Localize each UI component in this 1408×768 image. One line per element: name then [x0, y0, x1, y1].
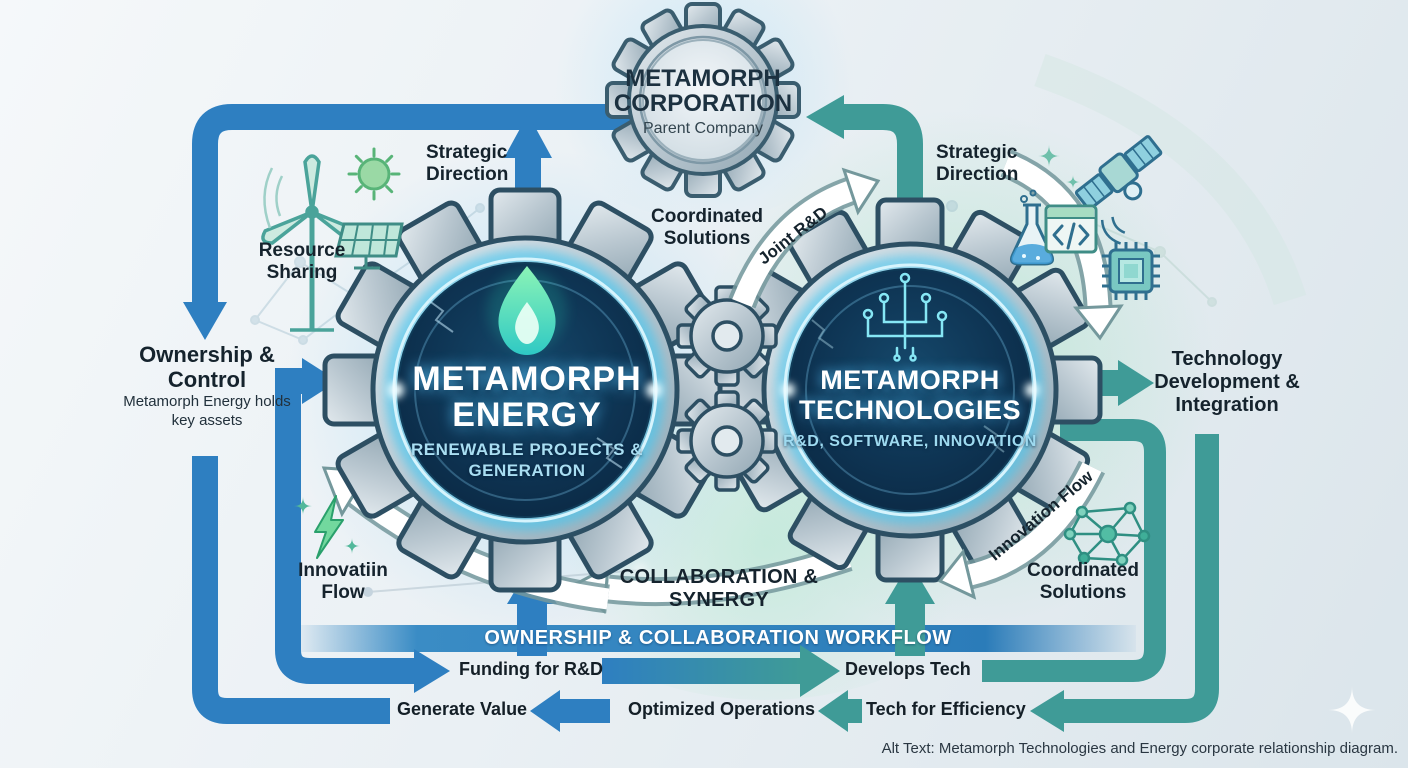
solar-panel-icon	[334, 222, 404, 270]
parent-subtitle: Parent Company	[642, 120, 764, 138]
white-sparkle-icon	[1328, 686, 1376, 734]
chip-icon	[1102, 242, 1160, 300]
workflow-banner-band	[300, 625, 1136, 652]
linking-gears	[676, 285, 778, 490]
tech-efficiency-loop	[1030, 434, 1219, 732]
parent-title: METAMORPH CORPORATION	[613, 65, 793, 118]
strategic-direction-right-label: Strategic Direction	[936, 142, 1019, 185]
tech-subtitle: R&D, SOFTWARE, INNOVATION	[783, 433, 1037, 451]
sun-icon	[347, 147, 401, 201]
flame-icon	[487, 266, 567, 355]
tech-to-optimized-arrow	[818, 690, 862, 732]
strategic-direction-left-label: Strategic Direction	[426, 142, 509, 185]
lightning-bolt-icon	[294, 495, 360, 559]
develops-tech-label: Develops Tech	[845, 659, 971, 679]
circuit-tree-icon	[862, 272, 948, 362]
coordinated-solutions-center-label: Coordinated Solutions	[651, 206, 763, 249]
optimized-operations-label: Optimized Operations	[628, 699, 816, 719]
ownership-note-label: Metamorph Energy holds key assets	[123, 393, 291, 429]
workflow-banner-label: OWNERSHIP & COLLABORATION WORKFLOW	[484, 627, 952, 649]
innovation-flow-left-label: Innovatiin Flow	[298, 560, 388, 603]
coordinated-solutions-right-label: Coordinated Solutions	[1027, 560, 1139, 603]
alt-text-footer: Alt Text: Metamorph Technologies and Ene…	[881, 740, 1398, 757]
ownership-control-label: Ownership & Control	[139, 342, 275, 393]
innovation-flow-right-arc-arrow	[937, 460, 1106, 600]
energy-gear	[325, 187, 725, 590]
generate-value-label: Generate Value	[397, 699, 528, 719]
ownership-to-energy-arrow	[275, 358, 450, 693]
energy-gear-label: METAMORPH ENERGY RENEWABLE PROJECTS & GE…	[383, 360, 671, 481]
wind-turbine-icon	[258, 154, 366, 332]
tech-title: METAMORPH TECHNOLOGIES	[798, 365, 1021, 425]
generate-value-loop	[192, 456, 390, 724]
sparkle-icon	[344, 538, 360, 554]
funding-label: Funding for R&D	[459, 659, 603, 679]
sparkle-icon	[294, 497, 312, 515]
tech-for-efficiency-label: Tech for Efficiency	[866, 699, 1026, 719]
parent-gear	[605, 2, 801, 198]
funding-to-develops-arrow	[602, 645, 840, 697]
flask-icon	[1010, 189, 1054, 266]
develops-tech-loop	[982, 419, 1166, 682]
resource-sharing-label: Resource Sharing	[258, 240, 346, 283]
code-window-icon	[1044, 204, 1098, 254]
tech-gear	[720, 197, 1100, 580]
tech-gear-label: METAMORPH TECHNOLOGIES R&D, SOFTWARE, IN…	[768, 365, 1052, 452]
joint-rd-arc-arrow	[728, 167, 881, 309]
tech-up-arrow	[885, 562, 935, 656]
energy-title: METAMORPH ENERGY	[412, 360, 642, 434]
collaboration-synergy-label: COLLABORATION & SYNERGY	[619, 566, 819, 611]
parent-gear-label: METAMORPH CORPORATION Parent Company	[588, 66, 818, 138]
sparkles-top-right-icon	[1038, 145, 1080, 189]
ownership-loop-arrow	[183, 104, 640, 340]
optimized-to-generate-arrow	[530, 690, 610, 732]
molecule-network-icon	[1063, 501, 1151, 567]
technology-development-label: Technology Development & Integration	[1154, 348, 1300, 416]
energy-subtitle: RENEWABLE PROJECTS & GENERATION	[411, 440, 643, 480]
tech-to-parent-arrow	[806, 95, 923, 236]
satellite-icon	[1074, 135, 1163, 245]
